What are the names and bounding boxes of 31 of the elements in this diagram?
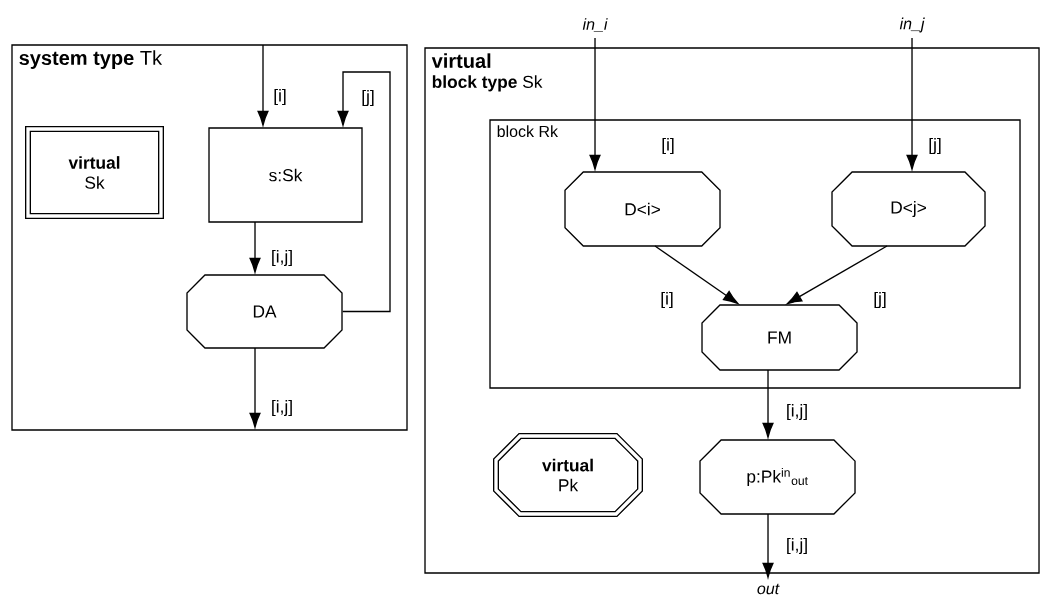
arrow	[762, 369, 774, 438]
arrow	[654, 245, 739, 304]
arrow	[257, 44, 269, 126]
arrow	[589, 37, 601, 170]
arrow	[337, 71, 391, 313]
double-box: virtual Sk	[25, 126, 164, 219]
edge-label: [j]	[926, 136, 944, 156]
arrow	[762, 513, 774, 578]
octagon-box: DA	[186, 274, 343, 349]
edge-label: [j]	[359, 88, 377, 108]
edge-label: [i]	[271, 87, 289, 107]
arrow	[249, 347, 261, 428]
arrow	[786, 245, 888, 305]
arrow	[249, 221, 261, 273]
double-octagon: virtual Pk	[493, 433, 643, 517]
octagon-box: D<j>	[831, 171, 986, 247]
edge-label: [i]	[658, 290, 676, 310]
edge-label: [i,j]	[784, 536, 810, 556]
edge-label: [j]	[871, 290, 889, 310]
octagon-box: p:Pk$^{in}$out	[699, 439, 856, 515]
input-label: in_j	[899, 17, 925, 33]
octagon-box: FM	[701, 304, 858, 371]
arrow	[906, 37, 918, 170]
input-label: in_i	[582, 18, 608, 32]
octagon-box: D<i>	[564, 171, 721, 247]
edge-label: [i,j]	[269, 248, 295, 268]
edge-label: [i]	[659, 136, 677, 156]
edge-label: [i,j]	[269, 398, 295, 418]
process-box: s:Sk	[208, 127, 363, 223]
output-label: out	[757, 583, 780, 595]
edge-label: [i,j]	[784, 402, 810, 422]
